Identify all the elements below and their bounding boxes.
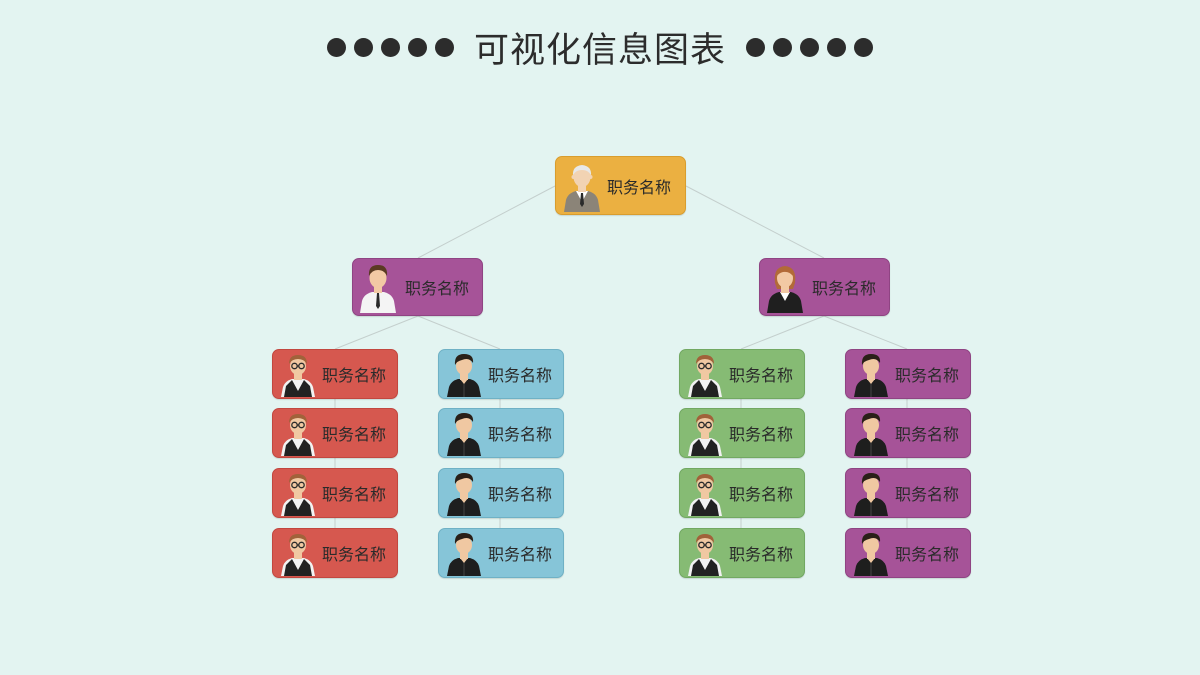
man-in-jacket-icon xyxy=(854,413,888,456)
org-node-green-3[interactable]: 职务名称 xyxy=(679,468,805,518)
org-node-green-1[interactable]: 职务名称 xyxy=(679,349,805,399)
dot-icon xyxy=(434,37,454,57)
man-in-jacket-icon xyxy=(447,533,481,576)
org-node-red-4[interactable]: 职务名称 xyxy=(272,528,398,578)
org-node-blue-3[interactable]: 职务名称 xyxy=(438,468,564,518)
org-node-label: 职务名称 xyxy=(607,177,672,197)
org-node-label: 职务名称 xyxy=(729,425,794,444)
woman-in-suit-icon xyxy=(767,266,803,313)
man-in-shirt-icon xyxy=(360,265,396,313)
org-node-label: 职务名称 xyxy=(729,366,794,385)
org-node-root[interactable]: 职务名称 xyxy=(555,156,686,215)
org-node-label: 职务名称 xyxy=(812,279,877,298)
org-node-label: 职务名称 xyxy=(322,425,387,444)
connector-line xyxy=(823,315,908,350)
org-node-green-4[interactable]: 职务名称 xyxy=(679,528,805,578)
org-node-green-2[interactable]: 职务名称 xyxy=(679,408,805,458)
org-node-red-1[interactable]: 职务名称 xyxy=(272,349,398,399)
org-node-label: 职务名称 xyxy=(488,545,553,564)
man-in-jacket-icon xyxy=(447,354,481,397)
dot-icon xyxy=(854,37,873,57)
dot-icon xyxy=(773,37,792,57)
dot-icon xyxy=(800,37,819,57)
dot-icon xyxy=(353,37,373,57)
man-with-glasses-vest-icon xyxy=(688,474,722,516)
man-with-glasses-vest-icon xyxy=(281,534,315,576)
org-node-label: 职务名称 xyxy=(322,485,387,504)
org-node-purple-2[interactable]: 职务名称 xyxy=(845,408,971,458)
man-with-glasses-vest-icon xyxy=(281,474,315,516)
org-node-label: 职务名称 xyxy=(895,425,960,444)
man-in-jacket-icon xyxy=(447,473,481,516)
org-node-label: 职务名称 xyxy=(405,279,470,298)
connector-line xyxy=(740,315,825,350)
right-dots xyxy=(746,37,873,57)
elderly-man-icon xyxy=(564,164,600,212)
org-node-label: 职务名称 xyxy=(322,545,387,564)
dot-icon xyxy=(407,37,427,57)
connector-line xyxy=(417,315,501,350)
org-node-label: 职务名称 xyxy=(729,485,794,504)
left-dots xyxy=(326,37,454,57)
org-node-purple-1[interactable]: 职务名称 xyxy=(845,349,971,399)
man-with-glasses-vest-icon xyxy=(688,355,722,397)
dot-icon xyxy=(746,37,765,57)
org-node-manager-right[interactable]: 职务名称 xyxy=(759,258,890,316)
org-node-label: 职务名称 xyxy=(895,366,960,385)
org-node-manager-left[interactable]: 职务名称 xyxy=(352,258,483,316)
connector-line xyxy=(685,185,825,259)
org-node-purple-3[interactable]: 职务名称 xyxy=(845,468,971,518)
man-in-jacket-icon xyxy=(854,354,888,397)
org-node-blue-1[interactable]: 职务名称 xyxy=(438,349,564,399)
connector-line xyxy=(417,185,556,259)
dot-icon xyxy=(326,37,346,57)
man-with-glasses-vest-icon xyxy=(281,414,315,456)
connector-line xyxy=(334,315,419,350)
man-in-jacket-icon xyxy=(447,413,481,456)
dot-icon xyxy=(827,37,846,57)
org-node-label: 职务名称 xyxy=(895,485,960,504)
man-with-glasses-vest-icon xyxy=(688,414,722,456)
man-in-jacket-icon xyxy=(854,473,888,516)
title-row: 可视化信息图表 xyxy=(0,22,1200,72)
org-node-label: 职务名称 xyxy=(488,485,553,504)
org-node-label: 职务名称 xyxy=(322,366,387,385)
org-node-label: 职务名称 xyxy=(488,366,553,385)
org-node-blue-2[interactable]: 职务名称 xyxy=(438,408,564,458)
org-node-red-3[interactable]: 职务名称 xyxy=(272,468,398,518)
man-in-jacket-icon xyxy=(854,533,888,576)
org-node-label: 职务名称 xyxy=(729,545,794,564)
org-node-label: 职务名称 xyxy=(895,545,960,564)
man-with-glasses-vest-icon xyxy=(688,534,722,576)
org-node-red-2[interactable]: 职务名称 xyxy=(272,408,398,458)
org-node-purple-4[interactable]: 职务名称 xyxy=(845,528,971,578)
org-node-label: 职务名称 xyxy=(488,425,553,444)
org-node-blue-4[interactable]: 职务名称 xyxy=(438,528,564,578)
page-title: 可视化信息图表 xyxy=(473,30,726,71)
dot-icon xyxy=(380,37,400,57)
man-with-glasses-vest-icon xyxy=(281,355,315,397)
